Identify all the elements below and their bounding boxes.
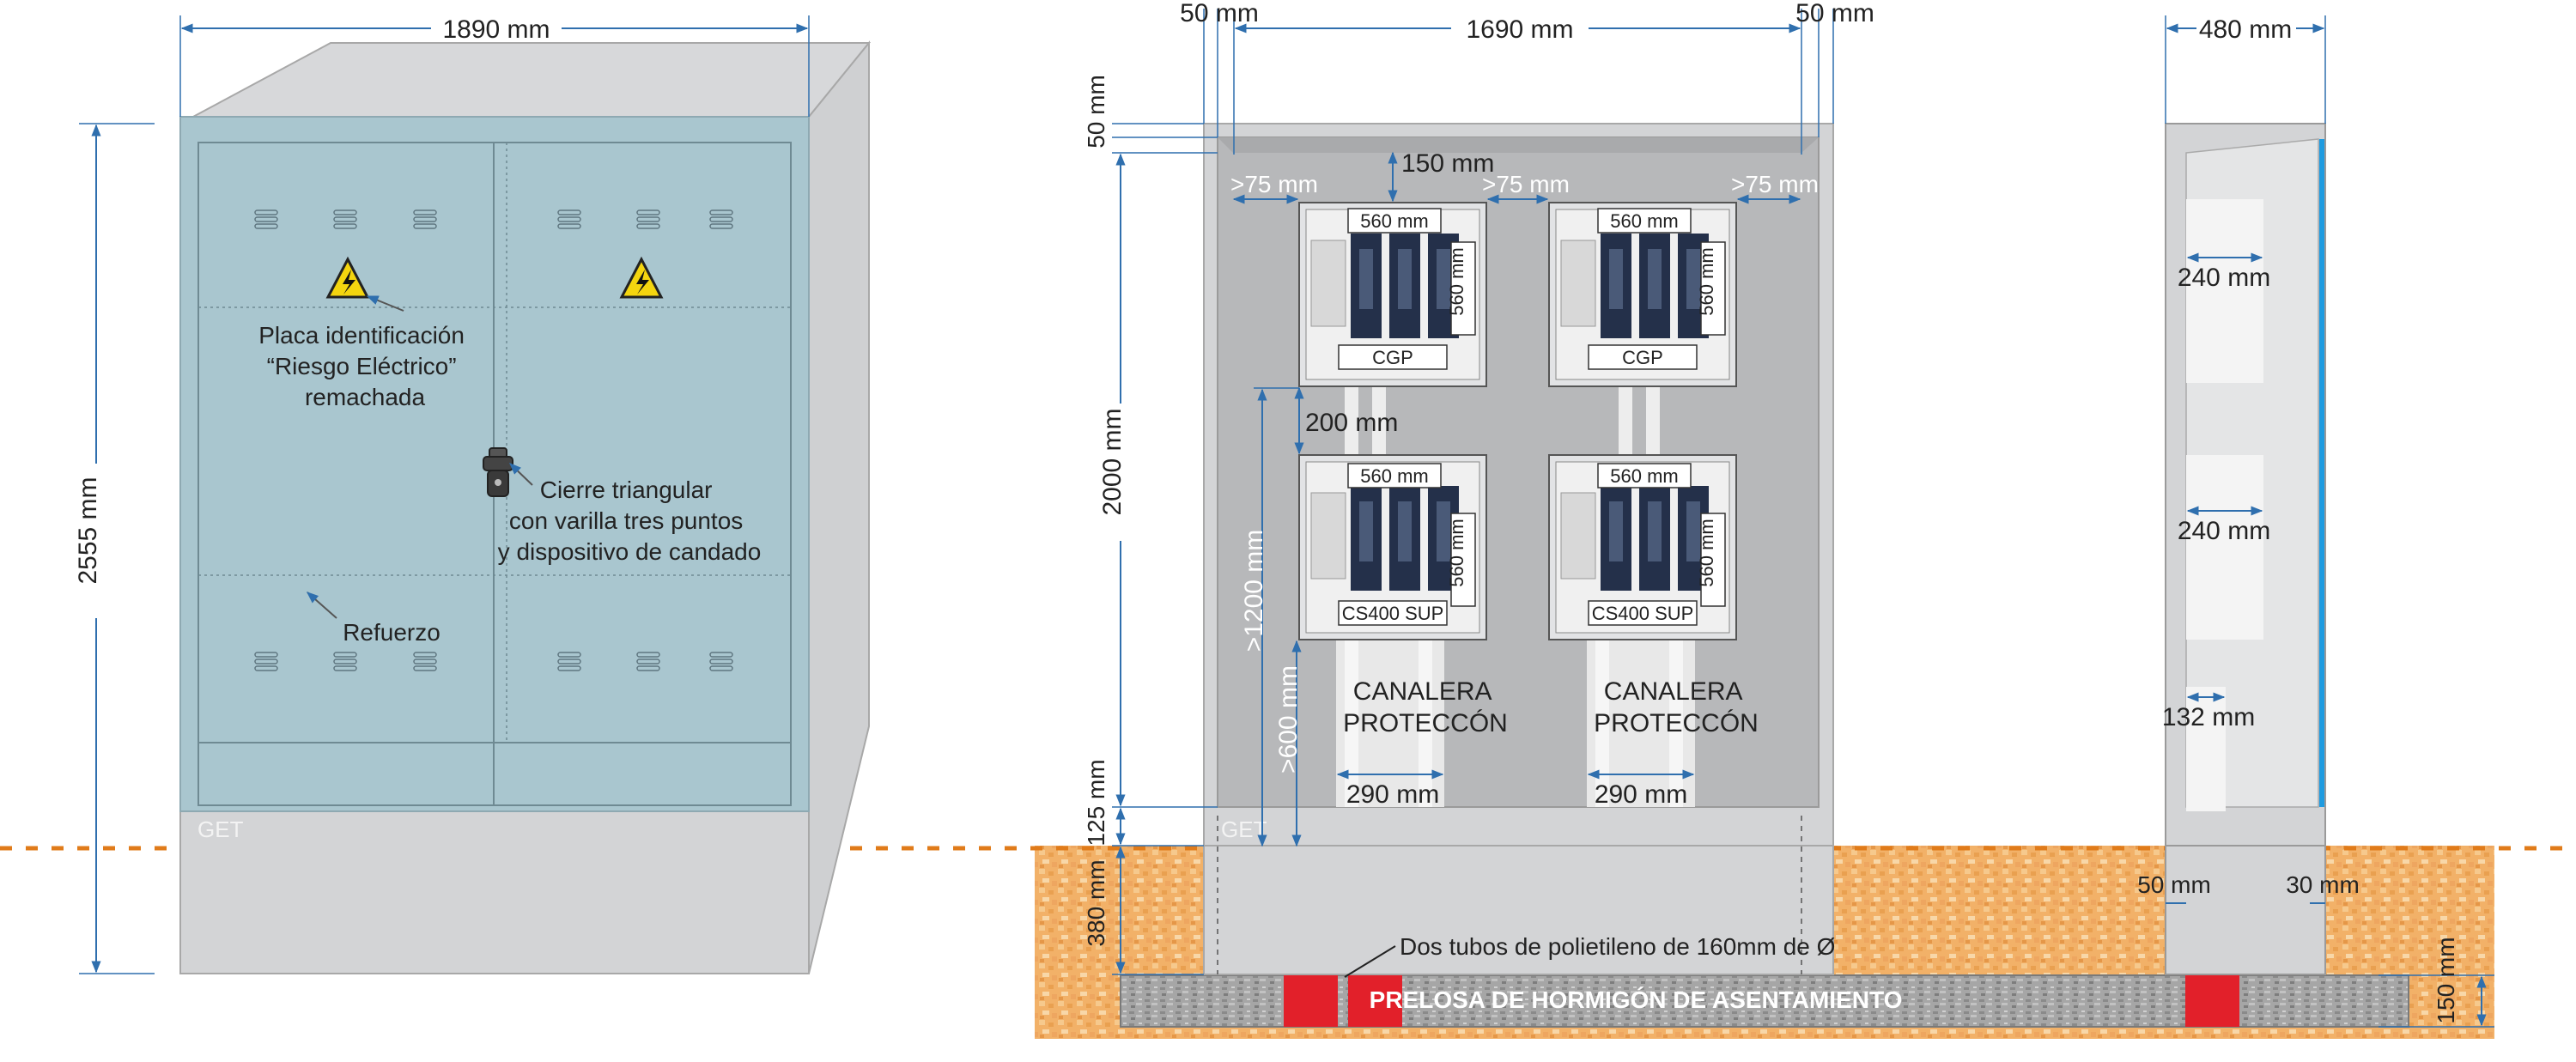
channel-label-right: CANALERA PROTECCÓN bbox=[1594, 677, 1759, 737]
dim-height-label: 2555 mm bbox=[74, 476, 102, 584]
interior-view: CGP 560 mm 560 mm CGP 560 mm 560 mm bbox=[1083, 0, 2239, 1027]
vent-slot-icon bbox=[254, 209, 278, 229]
dim-top-clearance: 150 mm bbox=[1401, 149, 1494, 178]
cs400-module-right: CS400 SUP 560 mm 560 mm bbox=[1548, 454, 1737, 640]
side-module-profile bbox=[2186, 199, 2263, 383]
front-view: GET Placa identificación “Riesgo Eléctri… bbox=[74, 15, 872, 974]
side-body-buried bbox=[2165, 845, 2326, 975]
module-label: CGP bbox=[1372, 347, 1413, 368]
dim-150: 150 mm bbox=[2433, 937, 2459, 1023]
vent-slot-icon bbox=[557, 652, 581, 671]
module-height-label: 560 mm bbox=[1446, 519, 1467, 586]
dim-380: 380 mm bbox=[1083, 859, 1109, 946]
vent-slot-icon bbox=[333, 652, 357, 671]
cabinet-side-face bbox=[808, 40, 870, 974]
dim-channel-left: 290 mm bbox=[1346, 780, 1439, 809]
cabinet-plinth bbox=[179, 810, 810, 974]
dim-right-margin: 50 mm bbox=[1795, 0, 1874, 27]
pe-tube bbox=[2185, 975, 2239, 1027]
dim-total-height: 2000 mm bbox=[1098, 408, 1127, 515]
vent-slot-icon bbox=[636, 652, 660, 671]
triangular-lock-icon bbox=[483, 447, 513, 497]
module-height-label: 560 mm bbox=[1696, 519, 1717, 586]
leader-tubes bbox=[1344, 945, 1396, 978]
module-width-label: 560 mm bbox=[1360, 210, 1428, 232]
cabinet-body-buried bbox=[1203, 845, 1834, 975]
dim-left-margin: 50 mm bbox=[1180, 0, 1259, 27]
cs400-module-left: CS400 SUP 560 mm 560 mm bbox=[1298, 454, 1487, 640]
inner-top-bevel bbox=[1218, 137, 1819, 153]
vent-slot-icon bbox=[709, 209, 733, 229]
slab-label: PRELOSA DE HORMIGÓN DE ASENTAMIENTO bbox=[1370, 986, 1903, 1013]
cabinet-top-face bbox=[179, 42, 872, 124]
vent-slot-icon bbox=[557, 209, 581, 229]
note-reinforcement: Refuerzo bbox=[343, 619, 440, 646]
dim-125: 125 mm bbox=[1083, 759, 1109, 846]
module-label: CS400 SUP bbox=[1342, 603, 1444, 624]
dim-channel-right: 290 mm bbox=[1595, 780, 1687, 809]
dim-mid-clearance: >75 mm bbox=[1482, 171, 1570, 197]
dim-right-clearance: >75 mm bbox=[1731, 171, 1819, 197]
dim-gap: 200 mm bbox=[1305, 409, 1398, 437]
dim-width-label: 1890 mm bbox=[442, 15, 550, 44]
dim-top: 50 mm bbox=[1083, 75, 1109, 149]
side-view: 480 mm 240 mm 240 mm 132 mm 50 mm 30 mm … bbox=[2137, 15, 2494, 1028]
module-width-label: 560 mm bbox=[1360, 465, 1428, 487]
module-label: CS400 SUP bbox=[1592, 603, 1694, 624]
module-width-label: 560 mm bbox=[1610, 465, 1678, 487]
module-height-label: 560 mm bbox=[1446, 247, 1467, 315]
leader-plate bbox=[366, 295, 404, 312]
cgp-module-right: CGP 560 mm 560 mm bbox=[1548, 202, 1737, 387]
dim-depth: 480 mm bbox=[2199, 15, 2292, 44]
module-height-label: 560 mm bbox=[1696, 247, 1717, 315]
module-width-label: 560 mm bbox=[1610, 210, 1678, 232]
high-voltage-warning-icon bbox=[619, 256, 664, 299]
vent-slot-icon bbox=[254, 652, 278, 671]
vent-slot-icon bbox=[413, 209, 437, 229]
pe-tube bbox=[1348, 975, 1402, 1027]
leader-reinforcement bbox=[306, 592, 337, 619]
vent-slot-icon bbox=[413, 652, 437, 671]
interior-brand: GET bbox=[1221, 816, 1267, 842]
dim-side-clearance: >75 mm bbox=[1230, 171, 1318, 197]
ventilation-slots bbox=[254, 209, 733, 671]
dim-30: 30 mm bbox=[2286, 871, 2360, 898]
note-plate: Placa identificación “Riesgo Eléctrico” … bbox=[258, 322, 471, 410]
dim-min600: >600 mm bbox=[1274, 665, 1303, 774]
dim-50: 50 mm bbox=[2137, 871, 2211, 898]
side-module-profile bbox=[2186, 455, 2263, 640]
vent-slot-icon bbox=[709, 652, 733, 671]
dim-min1200: >1200 mm bbox=[1240, 530, 1268, 652]
channel-label-left: CANALERA PROTECCÓN bbox=[1343, 677, 1508, 737]
leader-lock bbox=[508, 463, 533, 486]
note-lock: Cierre triangular con varilla tres punto… bbox=[498, 476, 762, 565]
cgp-module-left: CGP 560 mm 560 mm bbox=[1298, 202, 1487, 387]
pe-tube bbox=[1284, 975, 1338, 1027]
dim-240-lower: 240 mm bbox=[2178, 517, 2270, 545]
dim-240-upper: 240 mm bbox=[2178, 264, 2270, 292]
side-channel-profile bbox=[2186, 687, 2226, 811]
dim-interior-width: 1690 mm bbox=[1466, 15, 1573, 44]
vent-slot-icon bbox=[636, 209, 660, 229]
module-label: CGP bbox=[1622, 347, 1663, 368]
cabinet-brand: GET bbox=[197, 816, 244, 842]
high-voltage-warning-icon bbox=[325, 256, 370, 299]
dim-132: 132 mm bbox=[2162, 703, 2255, 731]
vent-slot-icon bbox=[333, 209, 357, 229]
tubes-note: Dos tubos de polietileno de 160mm de Ø bbox=[1400, 933, 1835, 960]
